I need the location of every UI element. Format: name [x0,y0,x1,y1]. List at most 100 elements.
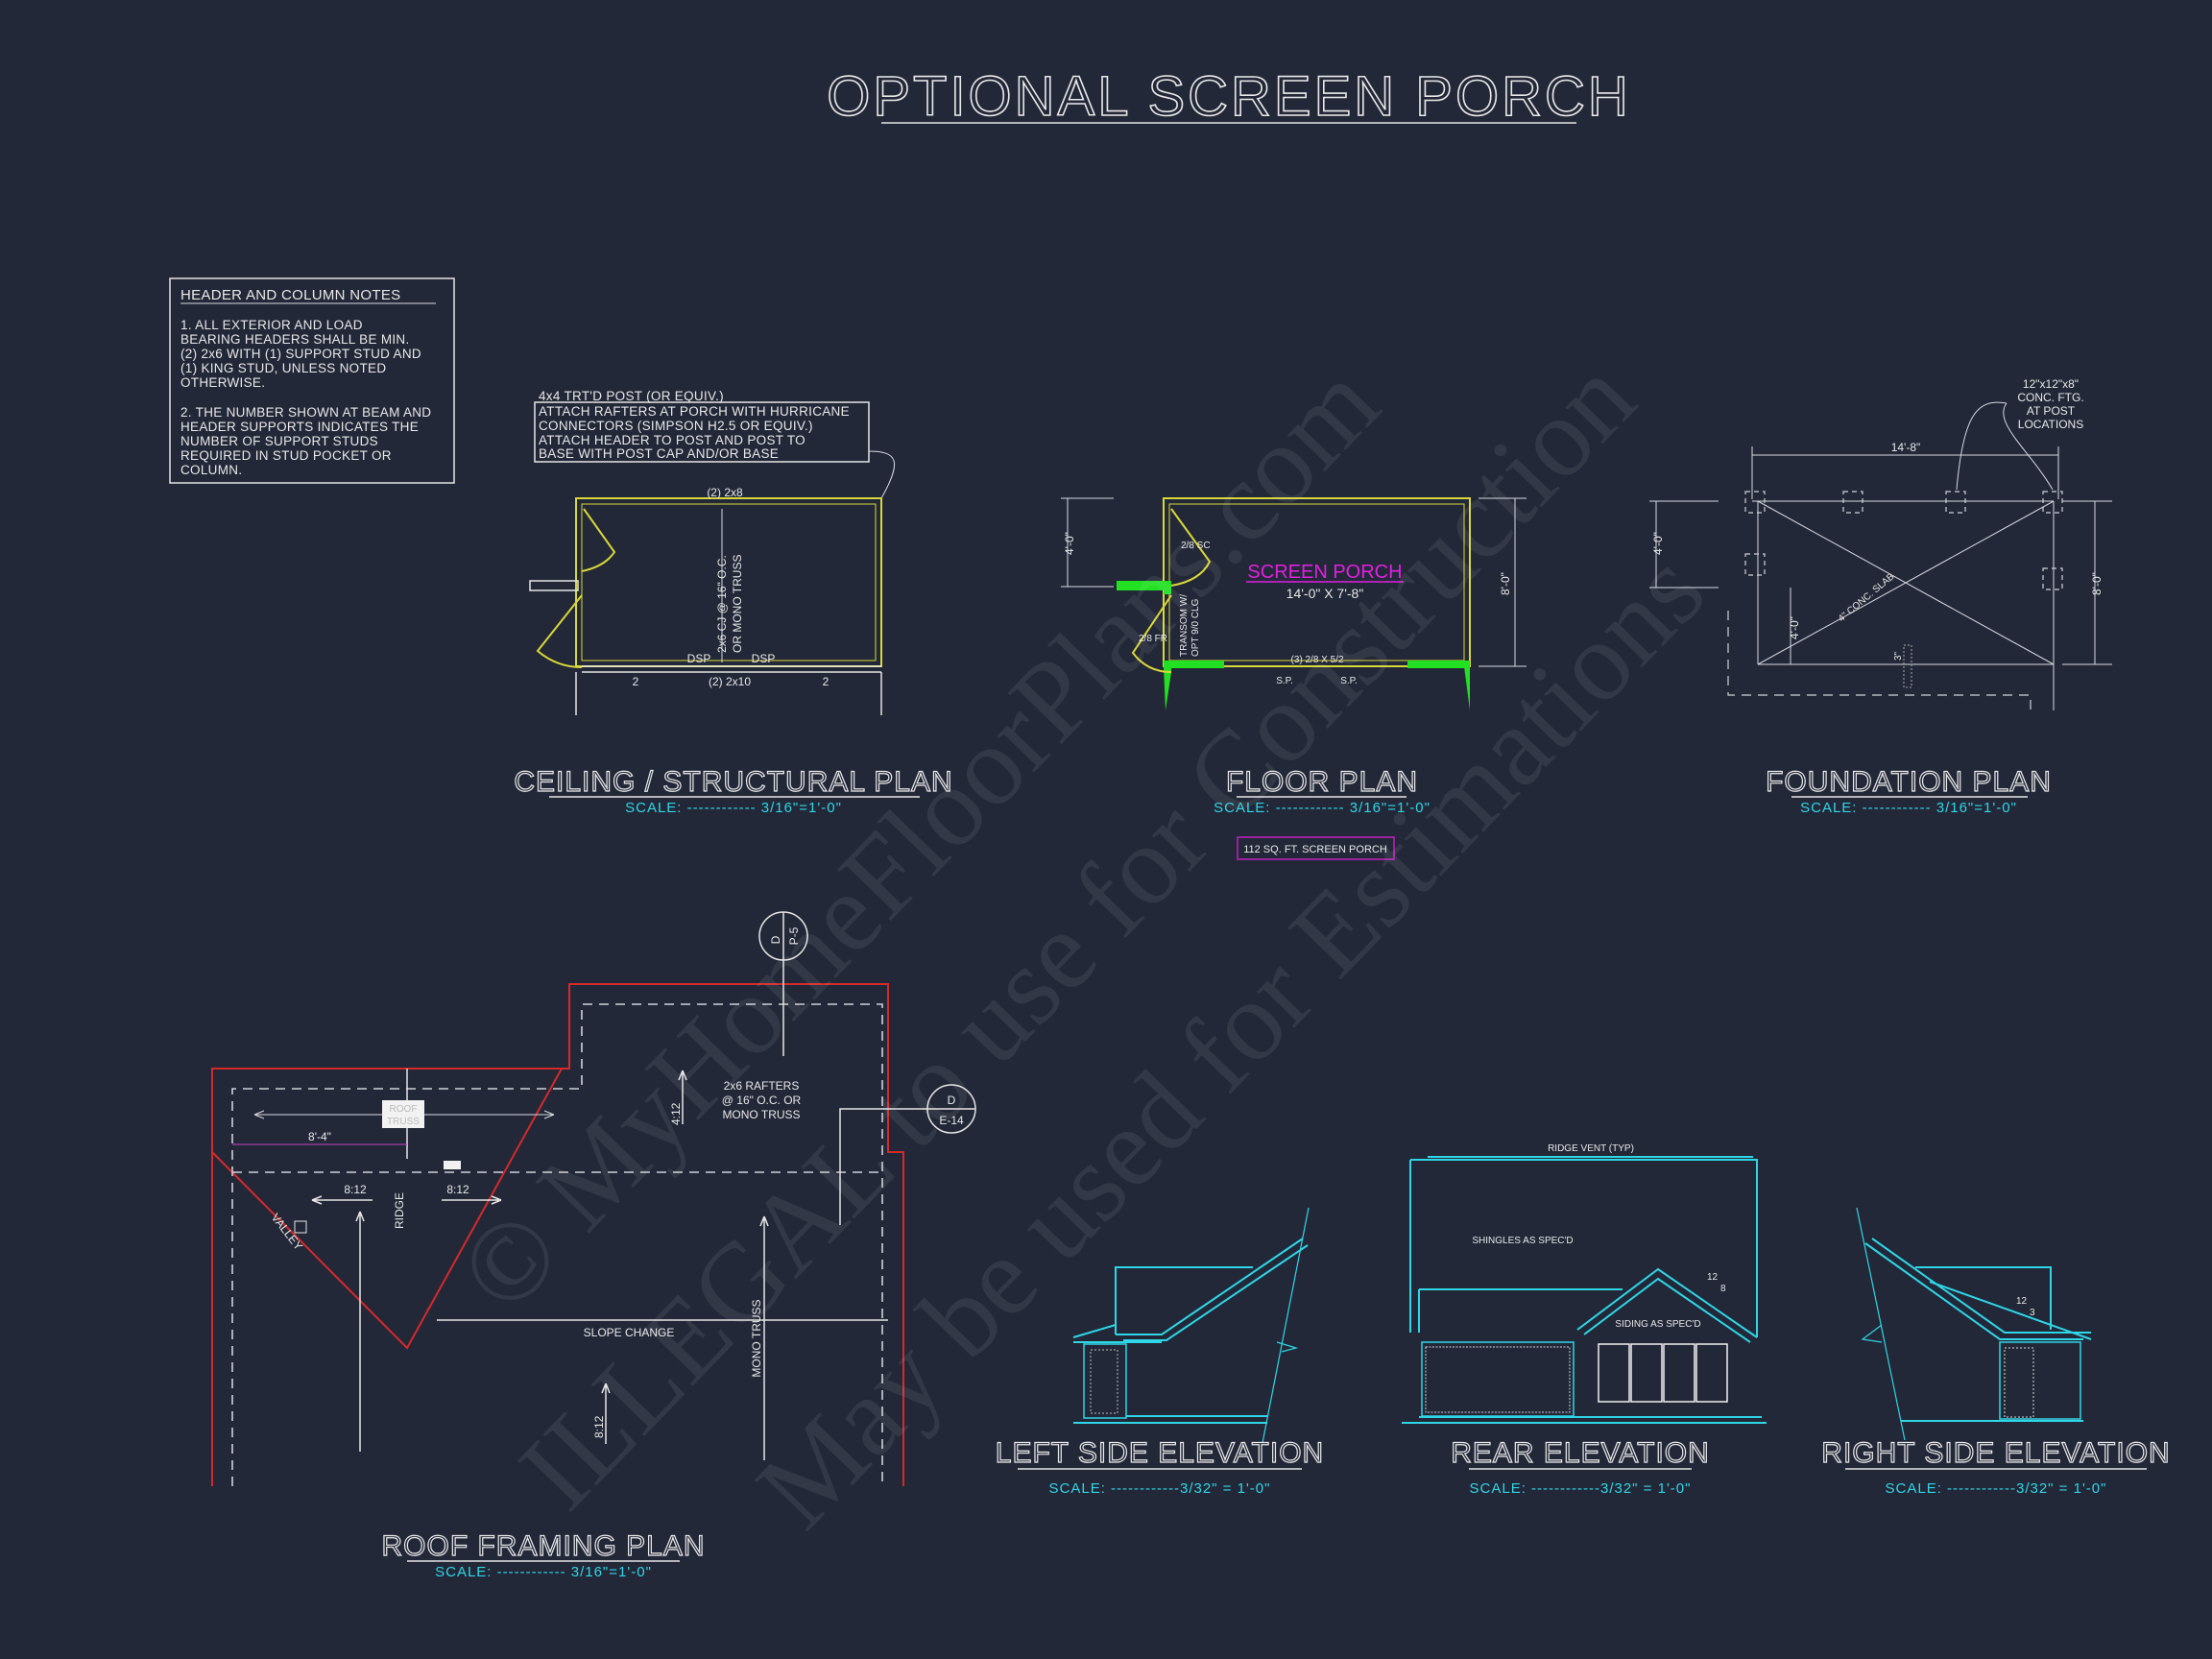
notes-line: NUMBER OF SUPPORT STUDS [180,434,378,448]
width-dim: 14'-8" [1891,441,1921,454]
shingles-label: SHINGLES AS SPEC'D [1472,1236,1573,1246]
svg-text:12: 12 [2016,1296,2028,1307]
slope-change-label: SLOPE CHANGE [584,1326,675,1339]
valley-label: VALLEY [269,1211,305,1253]
floor-plan-scale: SCALE: ------------ 3/16"=1'-0" [1214,800,1431,816]
foundation-plan-scale: SCALE: ------------ 3/16"=1'-0" [1800,800,2017,816]
roof-framing-plan: ROOF TRUSS 8'-4" 8:12 8:12 RIDGE VALLEY … [211,911,976,1580]
ceiling-structural-plan: 4x4 TRT'D POST (OR EQUIV.) ATTACH RAFTER… [514,389,953,816]
roof-plan-scale: SCALE: ------------ 3/16"=1'-0" [435,1564,652,1580]
notes-line: (2) 2x6 WITH (1) SUPPORT STUD AND [180,347,421,361]
post-label: 4x4 TRT'D POST (OR EQUIV.) [539,389,724,403]
stud-count: 2 [823,675,830,688]
dim-left: 4'-0" [1063,532,1076,555]
svg-text:P-5: P-5 [787,926,801,945]
svg-text:8: 8 [1720,1284,1726,1294]
roof-outline [211,983,904,1486]
dim-left: 4'-0" [1651,532,1665,555]
callout-box [534,401,870,463]
svg-text:ROOF: ROOF [390,1104,418,1115]
step-label: 3" [1893,651,1904,661]
rafter-note: MONO TRUSS [722,1108,800,1121]
footing-note: 12"x12"x8" [2023,377,2079,391]
footing-note: CONC. FTG. [2017,391,2083,404]
notes-line: BEARING HEADERS SHALL BE MIN. [180,332,410,347]
left-side-elevation: LEFT SIDE ELEVATION SCALE: ------------3… [995,1207,1324,1497]
footing-leader [1956,401,2054,491]
floor-plan-title: FLOOR PLAN [1226,766,1418,798]
dsp-label: DSP [752,652,776,665]
door-label: 2/8 FR [1139,634,1167,644]
room-name: SCREEN PORCH [1247,562,1402,583]
transom-label: TRANSOM W/ [1179,594,1190,657]
door-swing [1131,594,1172,673]
joist-label: 2x6 CJ @ 16" O.C. [715,555,729,653]
stud-count: 2 [633,675,639,688]
watermark-line: ILLEGAL to use for Construction [495,335,1658,1533]
callout-line: CONNECTORS (SIMPSON H2.5 OR EQUIV.) [539,419,813,433]
svg-text:12: 12 [1707,1272,1719,1283]
ridge-label: RIDGE [393,1192,406,1229]
svg-text:TRUSS: TRUSS [387,1117,420,1127]
roof-plan-title: ROOF FRAMING PLAN [381,1530,705,1562]
foundation-plan-title: FOUNDATION PLAN [1766,766,2052,798]
slab-label: 4" CONC. SLAB [1837,571,1897,624]
span-dim: 8'-4" [308,1130,331,1143]
door-swing [581,508,616,572]
sheet-title: OPTIONAL SCREEN PORCH [827,65,1631,128]
notes-line: COLUMN. [180,463,242,477]
ceiling-plan-scale: SCALE: ------------ 3/16"=1'-0" [625,800,842,816]
svg-text:D: D [948,1094,956,1107]
door-swing [536,594,583,668]
rear-elevation-scale: SCALE: ------------3/32" = 1'-0" [1470,1480,1692,1497]
right-side-elevation: 12 3 RIGHT SIDE ELEVATION SCALE: -------… [1821,1207,2170,1497]
footing-note: AT POST [2027,404,2076,418]
pitch-label: 4:12 [669,1102,683,1125]
pitch-label: 8:12 [446,1183,469,1196]
callout-leader [868,450,896,499]
dsp-label: DSP [687,652,711,665]
wall-line [231,1003,883,1486]
pitch-label: 8:12 [592,1415,606,1438]
room-size: 14'-0" X 7'-8" [1286,586,1364,601]
sp-label: S.P. [1340,676,1358,686]
footing-note: LOCATIONS [2018,418,2083,431]
door-label: 2/8 SC [1181,541,1211,551]
callout-line: BASE WITH POST CAP AND/OR BASE [539,446,779,461]
header-column-notes: HEADER AND COLUMN NOTES 1. ALL EXTERIOR … [169,277,455,484]
transom-label: OPT 9/0 CLG [1190,598,1201,657]
svg-text:D: D [769,935,782,944]
rear-elevation-title: REAR ELEVATION [1451,1437,1710,1469]
notes-heading: HEADER AND COLUMN NOTES [180,287,400,303]
mono-truss-label: MONO TRUSS [750,1299,763,1377]
pitch-label: 8:12 [344,1183,367,1196]
floor-plan: 4'-0" 8'-0" 2/8 SC 2/8 FR TRANSOM W/ OPT… [1061,497,1527,860]
notes-line: (1) KING STUD, UNLESS NOTED [180,361,386,375]
callout-line: ATTACH RAFTERS AT PORCH WITH HURRICANE [539,404,850,419]
bottom-beam-label: (2) 2x10 [709,675,751,688]
roof-truss-tag [382,1100,424,1128]
right-elevation-title: RIGHT SIDE ELEVATION [1821,1437,2170,1469]
screen-label: (3) 2/8 X 5/2 [1290,655,1343,665]
svg-text:3: 3 [2030,1308,2035,1318]
notes-line: 2. THE NUMBER SHOWN AT BEAM AND [180,405,431,420]
notes-line: OTHERWISE. [180,375,265,390]
svg-text:E-14: E-14 [939,1114,964,1127]
area-badge [1237,836,1395,860]
top-beam-label: (2) 2x8 [707,486,743,499]
valley-lines [211,1068,563,1350]
rafter-note: @ 16" O.C. OR [722,1094,802,1107]
ridge-vent-label: RIDGE VENT (TYP) [1548,1143,1634,1154]
notes-line: HEADER SUPPORTS INDICATES THE [180,420,419,434]
right-elevation-scale: SCALE: ------------3/32" = 1'-0" [1886,1480,2107,1497]
notes-line: 1. ALL EXTERIOR AND LOAD [180,318,363,332]
siding-label: SIDING AS SPEC'D [1615,1319,1700,1330]
foundation-plan: 14'-8" 4'-0" 8'-0" 4'-0" 4" CONC. SLAB 3… [1649,377,2112,816]
door-swing [1170,508,1212,587]
joist-label: OR MONO TRUSS [731,555,744,653]
notes-box [169,277,455,484]
watermark: © MyHomeFloorPlans.com ILLEGAL to use fo… [435,335,1728,1551]
notes-line: REQUIRED IN STUD POCKET OR [180,448,392,463]
rear-elevation: RIDGE VENT (TYP) SHINGLES AS SPEC'D SIDI… [1402,1143,1767,1497]
